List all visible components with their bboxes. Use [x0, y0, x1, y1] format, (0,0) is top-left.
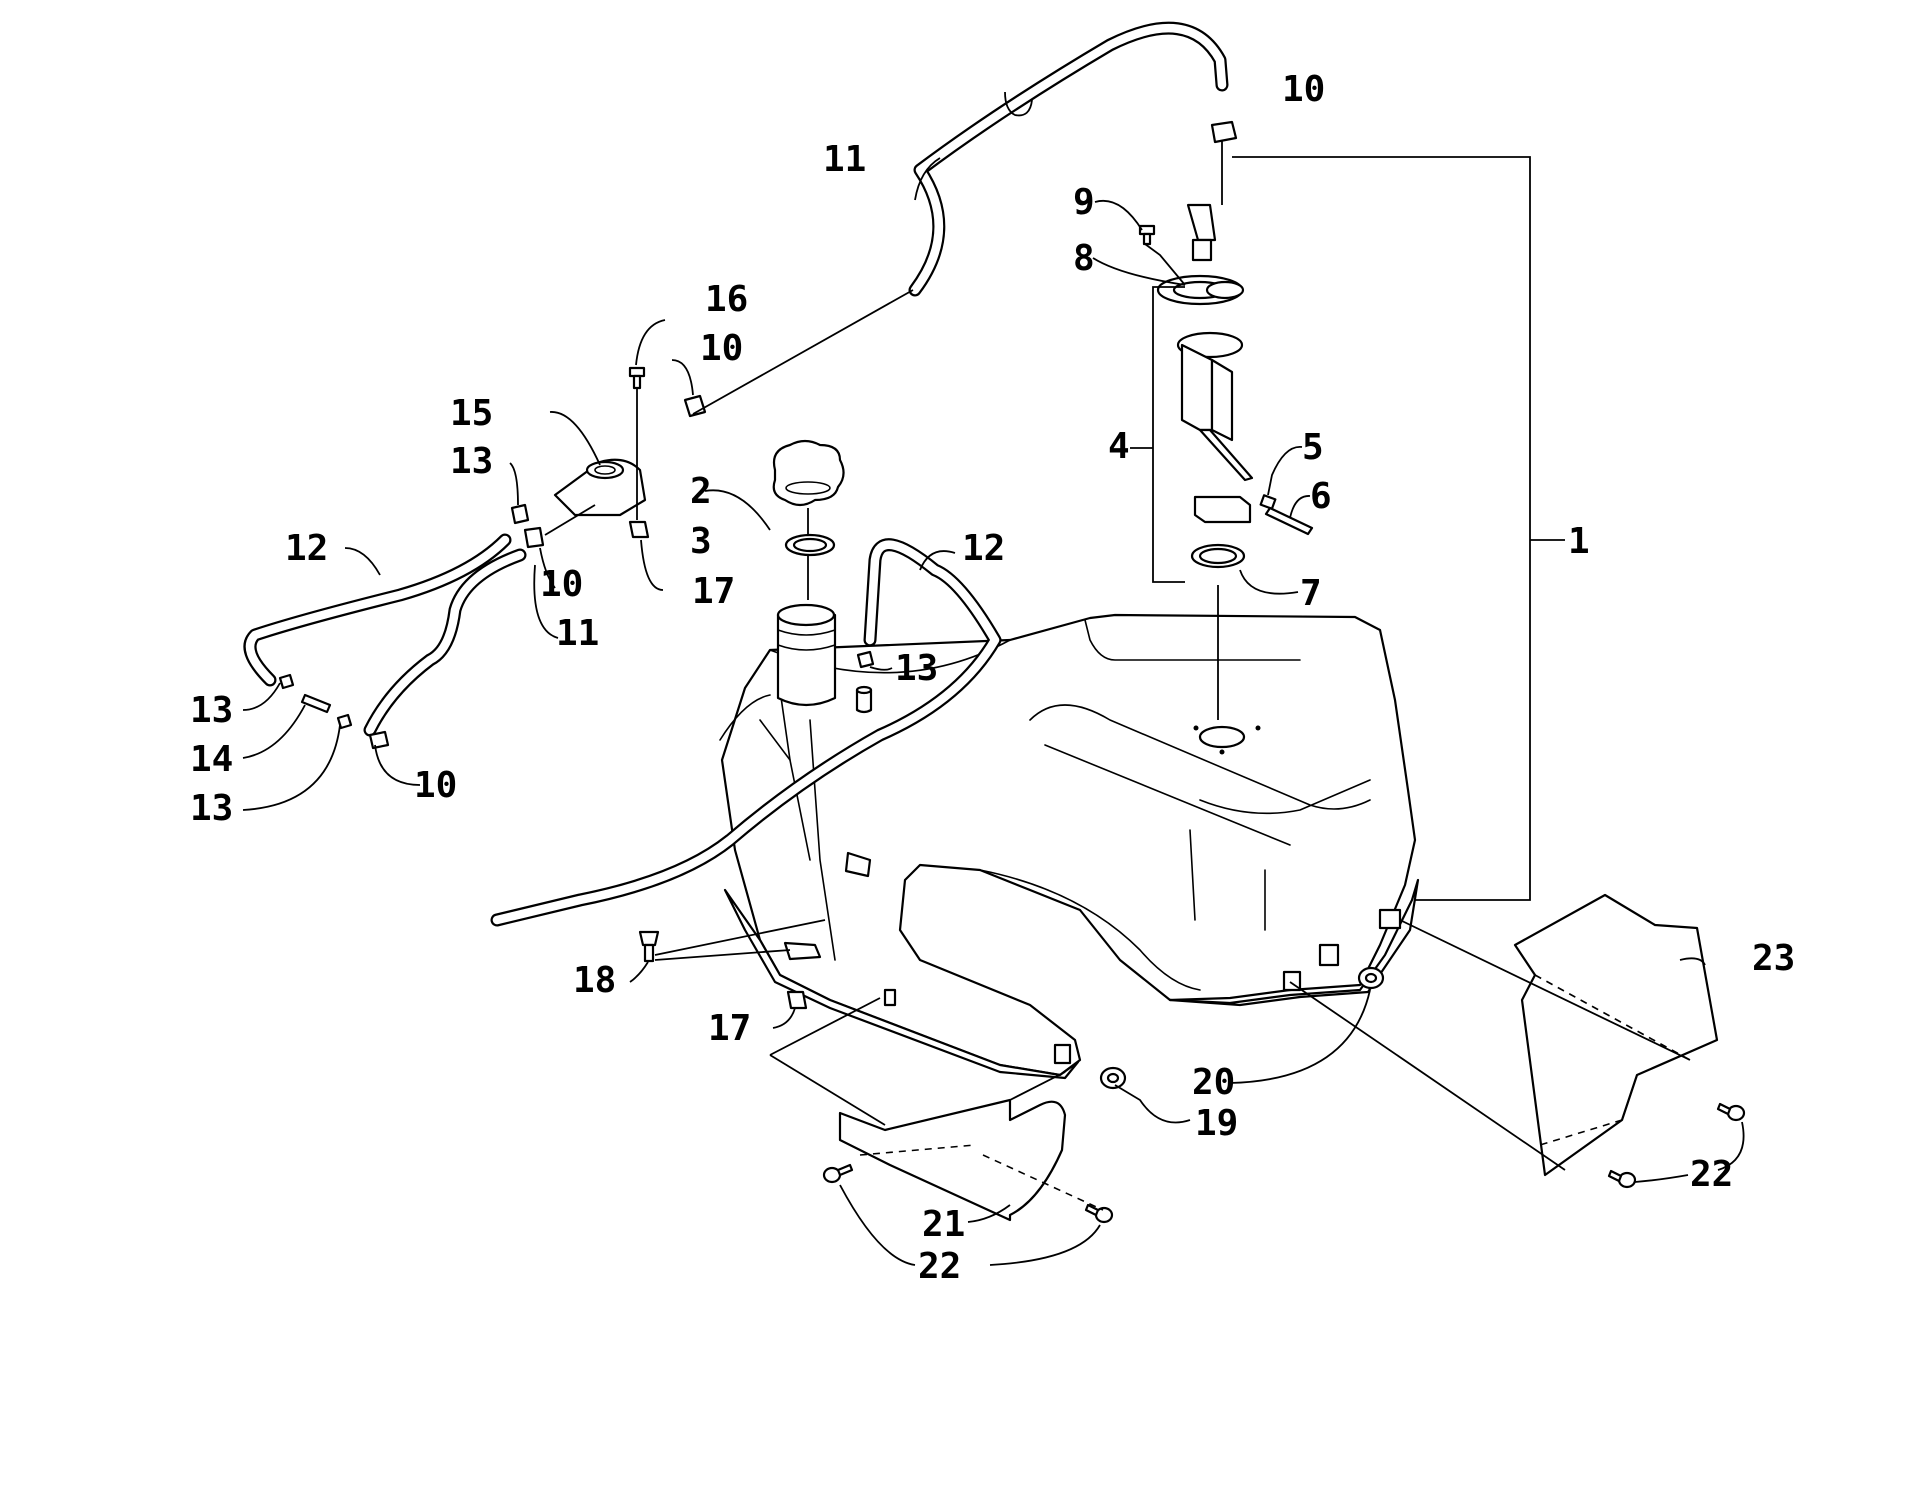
callout-12-right: 12 [962, 528, 1005, 569]
fuel-cap [772, 439, 845, 507]
callout-8: 8 [1073, 238, 1095, 279]
callout-11-left: 11 [556, 613, 599, 654]
screw-22-b [1084, 1203, 1114, 1224]
cap-gasket [784, 533, 836, 557]
hose-6 [1264, 506, 1314, 536]
fuel-pump-assembly [1156, 203, 1254, 524]
callout-21: 21 [922, 1204, 965, 1245]
callout-17-tank: 17 [708, 1008, 751, 1049]
vent-hose-long [490, 538, 1002, 927]
callout-6: 6 [1310, 476, 1332, 517]
callout-18: 18 [573, 960, 616, 1001]
clamp-13-left-b [336, 713, 353, 730]
clamp-10-left [368, 730, 390, 750]
pump-gasket [1190, 543, 1246, 569]
callout-16: 16 [705, 279, 748, 320]
callout-7: 7 [1300, 573, 1322, 614]
callout-labels: 1 2 3 4 5 6 7 8 9 10 10 10 10 11 11 12 1… [190, 69, 1795, 1287]
nut-17-filter [628, 520, 650, 539]
callout-1: 1 [1568, 521, 1590, 562]
callout-10-filter: 10 [700, 328, 743, 369]
callout-11-top: 11 [823, 139, 866, 180]
callout-4: 4 [1108, 426, 1130, 467]
clamp-13-tank [856, 650, 875, 669]
screw-22-a [822, 1163, 854, 1184]
callout-3: 3 [690, 521, 712, 562]
clamp-13-filter [510, 503, 530, 525]
callout-19: 19 [1195, 1103, 1238, 1144]
callout-9: 9 [1073, 182, 1095, 223]
callout-5: 5 [1302, 427, 1324, 468]
grommet-20 [1357, 966, 1385, 990]
callout-10-left: 10 [414, 765, 457, 806]
vent-hose-upper [908, 21, 1229, 297]
callout-10-hose: 10 [540, 564, 583, 605]
callout-22-right: 22 [1690, 1154, 1733, 1195]
heat-shield-21 [838, 1098, 1067, 1222]
clamp-10-top [1210, 120, 1238, 144]
bolt-16 [628, 366, 646, 390]
callout-22-bottom: 22 [918, 1246, 961, 1287]
fuel-tank [719, 603, 1420, 1080]
hose-12-left [243, 533, 512, 687]
t-fitting-14 [300, 693, 332, 714]
callout-20: 20 [1192, 1062, 1235, 1103]
callout-13-left-a: 13 [190, 690, 233, 731]
fitting-5 [1259, 494, 1277, 510]
callout-12-left: 12 [285, 528, 328, 569]
nut-17-tank [786, 990, 808, 1010]
callout-13-left-b: 13 [190, 788, 233, 829]
screw-22-c [1607, 1169, 1637, 1189]
callout-15: 15 [450, 393, 493, 434]
clamp-10-hose [523, 526, 545, 549]
callout-13-tank: 13 [895, 648, 938, 689]
screw-9 [1138, 224, 1156, 246]
leader-lines [242, 91, 1745, 1266]
hose-11-left [363, 548, 527, 737]
callout-2: 2 [690, 471, 712, 512]
callout-17-filter: 17 [692, 571, 735, 612]
fuel-filter-15 [553, 458, 647, 517]
callout-14: 14 [190, 739, 233, 780]
grommet-19 [1099, 1066, 1127, 1090]
clamp-13-left-a [278, 673, 295, 690]
heat-shield-23 [1513, 893, 1719, 1177]
retaining-ring-8 [1205, 280, 1245, 300]
screw-22-d [1716, 1102, 1746, 1122]
bolt-18 [638, 930, 660, 963]
callout-10-top: 10 [1282, 69, 1325, 110]
callout-13-filter: 13 [450, 441, 493, 482]
callout-23: 23 [1752, 938, 1795, 979]
